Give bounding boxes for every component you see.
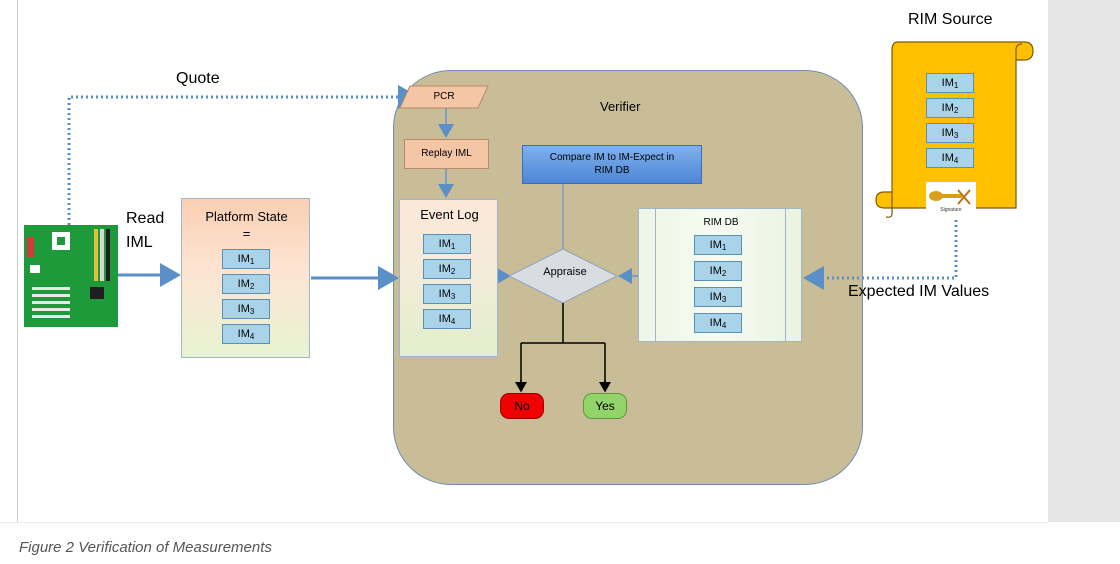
appraise-label: Appraise <box>543 266 587 278</box>
rim-source-title: RIM Source <box>908 11 993 28</box>
platform-im-2: IM2 <box>222 274 270 294</box>
platform-im-3: IM3 <box>222 299 270 319</box>
read-iml-label: Read IML <box>126 210 165 251</box>
rim-db-im-3: IM3 <box>694 287 742 307</box>
event-log-im-4: IM4 <box>423 309 471 329</box>
verifier-title: Verifier <box>600 99 641 114</box>
platform-state-title: Platform State = <box>205 209 288 241</box>
figure-caption: Figure 2 Verification of Measurements <box>19 539 272 556</box>
yes-outcome: Yes <box>583 393 627 419</box>
bottom-border <box>0 522 1048 523</box>
no-outcome: No <box>500 393 544 419</box>
platform-im-4: IM4 <box>222 324 270 344</box>
expected-im-values-label: Expected IM Values <box>848 283 990 300</box>
rim-db-im-2: IM2 <box>694 261 742 281</box>
rim-db-divider-right <box>785 209 786 341</box>
rim-db-im-1: IM1 <box>694 235 742 255</box>
key-signature-icon: Signature <box>926 182 976 214</box>
rim-db-im-4: IM4 <box>694 313 742 333</box>
rim-source-im-4: IM4 <box>926 148 974 168</box>
rim-db-box: RIM DB IM1 IM2 IM3 IM4 <box>638 208 802 342</box>
left-border <box>17 0 18 522</box>
event-log-im-1: IM1 <box>423 234 471 254</box>
compare-box: Compare IM to IM-Expect in RIM DB <box>522 145 702 184</box>
verifier-connector-layer <box>67 85 958 393</box>
rim-source-im-1: IM1 <box>926 73 974 93</box>
rim-source-im-3: IM3 <box>926 123 974 143</box>
right-side-panel <box>1048 0 1120 522</box>
event-log-title: Event Log <box>420 207 479 222</box>
rim-db-divider-left <box>655 209 656 341</box>
event-log-im-3: IM3 <box>423 284 471 304</box>
pcr-label: PCR <box>433 91 455 102</box>
motherboard-icon <box>24 225 118 327</box>
svg-text:Signature: Signature <box>940 207 962 213</box>
event-log-im-2: IM2 <box>423 259 471 279</box>
event-log-box: Event Log IM1 IM2 IM3 IM4 <box>399 199 498 357</box>
quote-label: Quote <box>176 70 220 87</box>
replay-iml-box: Replay IML <box>404 139 489 169</box>
platform-im-1: IM1 <box>222 249 270 269</box>
platform-state-box: Platform State = IM1 IM2 IM3 IM4 <box>181 198 310 358</box>
rim-source-im-2: IM2 <box>926 98 974 118</box>
rim-db-title: RIM DB <box>703 217 739 228</box>
